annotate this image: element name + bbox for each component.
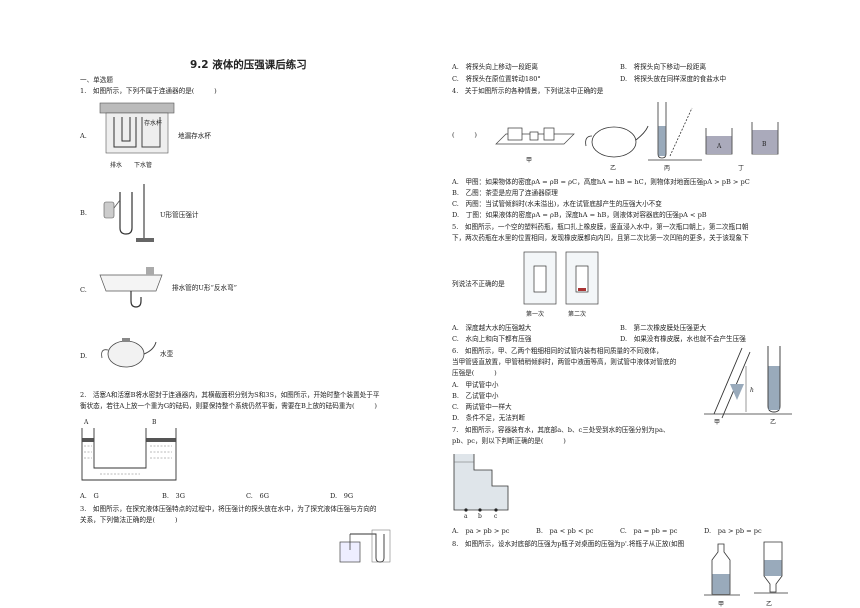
q1-option-b-caption: U形管压强计 — [160, 211, 199, 219]
q5-stem-line-3: 列说法不正确的是 — [452, 280, 505, 288]
q2-option-a: A. G — [80, 492, 99, 500]
floor-drain-small-label-2: 下水管 — [134, 161, 152, 169]
q8-bottle-figure: 甲 乙 — [704, 541, 788, 608]
point-a-label: a — [464, 513, 468, 520]
q3-option-d: D. 将探头放在同样深度的食盐水中 — [620, 75, 727, 83]
q1-option-b-letter: B. — [80, 209, 87, 217]
q7-stem-line-2: pb、pc，则以下判断正确的是( ) — [452, 437, 566, 445]
q5-option-b: B. 第二次橡皮膜处压强更大 — [620, 324, 707, 332]
q4-option-d: D. 丁图：如果液体的密度ρA = ρB，深度hA = hB，则液体对容器底的压… — [452, 211, 707, 219]
piston-a-label: A — [83, 419, 89, 426]
point-b-label: b — [478, 513, 482, 520]
q1-option-c-caption: 排水管的U形“反水弯” — [172, 284, 238, 292]
fig-label-first: 第一次 — [526, 310, 544, 318]
q6-option-c: C. 两试管中一样大 — [452, 403, 512, 411]
q6-test-tube-figure: h 甲 乙 — [704, 346, 792, 426]
q1-option-d-letter: D. — [80, 352, 88, 360]
q3-option-b: B. 将探头向下移动一段距离 — [620, 63, 707, 71]
q7-option-a: A. pa > pb > pc — [452, 527, 510, 535]
q7-option-c: C. pa = pb = pc — [620, 527, 678, 535]
q2-option-b: B. 3G — [162, 492, 185, 500]
floor-drain-figure: 存水杯 排水 下水管 — [99, 102, 175, 169]
q2-option-c: C. 6G — [246, 492, 269, 500]
q5-stem-line-2: 下，两次药瓶在水里的位置相同，发现橡皮膜都向内凹，且第二次比第一次凹陷的更多，关… — [452, 234, 749, 242]
fig-label-yi: 乙 — [766, 601, 772, 608]
q8-stem: 8. 如图所示，设水对底部的压强为p瓶子对桌面的压强为p'.将瓶子从正放(如图 — [452, 540, 685, 548]
q1-option-a-caption: 地漏存水杯 — [178, 132, 211, 140]
svg-text:A: A — [716, 143, 722, 150]
q4-stem: 4. 关于如图所示的各种情景，下列说法中正确的是 — [452, 87, 604, 95]
fig-label-jia: 甲 — [714, 419, 720, 426]
q6-option-a: A. 甲试管中小 — [452, 381, 499, 389]
q3-stem-line-2: 关系，下列做法正确的是( ) — [80, 516, 178, 524]
q7-option-d: D. pa > pb = pc — [704, 527, 762, 535]
page-title: 9.2 液体的压强课后练习 — [190, 59, 307, 71]
point-c-label: c — [494, 513, 498, 520]
q4-paren: ( ) — [452, 131, 477, 139]
q3-stem-line-1: 3. 如图所示，在探究液体压强特点的过程中，将压强计的探头放在水中，为了探究液体… — [80, 505, 377, 513]
q4-option-a: A. 甲图：如果物体的密度ρA = ρB = ρC，高度hA = hB = hC… — [452, 178, 750, 186]
q5-figure: 第一次 第二次 — [523, 251, 599, 318]
q1-option-d-caption: 水壶 — [160, 350, 174, 358]
fig-label-jia: 甲 — [718, 601, 724, 608]
q2-stem-line-1: 2. 活塞A和活塞B将水密封于连通器内，其横截面积分别为S和3S，如图所示，开始… — [80, 391, 380, 399]
q5-option-c: C. 水向上和向下都有压强 — [452, 335, 532, 343]
q5-option-a: A. 深度越大水的压强越大 — [452, 324, 532, 332]
q4-option-c: C. 丙图：当试管倾斜时(水未溢出)，水在试管底部产生的压强大小不变 — [452, 200, 662, 208]
q5-stem-line-1: 5. 如图所示，一个空的塑料药瓶，瓶口扎上橡皮膜，竖直浸入水中，第一次瓶口朝上，… — [452, 223, 749, 231]
fig-label-yi: 乙 — [770, 419, 776, 426]
pressure-probe-figure — [339, 529, 391, 563]
kettle-figure — [101, 338, 157, 368]
q1-stem: 1. 如图所示，下列不属于连通器的是( ) — [80, 87, 217, 95]
height-label: h — [750, 387, 754, 394]
fig-label-jia: 甲 — [526, 157, 532, 164]
sink-trap-figure — [99, 267, 163, 308]
q5-option-d: D. 如果没有橡皮膜，水也就不会产生压强 — [620, 335, 746, 343]
communicating-vessel-figure: A B — [81, 419, 177, 481]
q4-option-b: B. 乙图：茶壶是应用了连通器原理 — [452, 189, 558, 197]
floor-drain-small-label-1: 排水 — [110, 161, 122, 169]
fig-label-yi: 乙 — [610, 165, 616, 172]
q3-option-a: A. 将探头向上移动一段距离 — [452, 63, 538, 71]
q6-stem-line-1: 6. 如图所示，甲、乙两个粗细相同的试管内装有相同质量的不同液体， — [452, 347, 663, 355]
q1-option-c-letter: C. — [80, 286, 87, 294]
q7-option-b: B. pa < pb < pc — [536, 527, 594, 535]
fig-label-bing: 丙 — [664, 165, 670, 172]
q6-option-d: D. 条件不足，无法判断 — [452, 414, 526, 422]
piston-b-label: B — [152, 419, 157, 426]
q1-option-a-letter: A. — [80, 132, 87, 140]
q6-stem-line-3: 压强是( ) — [452, 369, 497, 377]
section-heading: 一、单选题 — [80, 76, 113, 84]
q3-option-c: C. 将探头在原位置转动180° — [452, 75, 541, 83]
u-tube-manometer-figure — [103, 184, 154, 242]
fig-label-ding: 丁 — [738, 165, 744, 172]
q7-container-figure: a b c — [453, 454, 509, 520]
fig-label-second: 第二次 — [568, 310, 586, 318]
svg-text:B: B — [762, 141, 767, 148]
q7-stem-line-1: 7. 如图所示，容器装有水，其底部a、b、c三处受到水的压强分别为pa、 — [452, 426, 670, 434]
q4-figure: 甲 乙 丙 A B 丁 — [495, 102, 779, 172]
floor-drain-inner-label: 存水杯 — [144, 119, 162, 127]
q6-stem-line-2: 当甲管竖直放置，甲管稍稍倾斜时，两管中液面等高，则试管中液体对管底的 — [452, 358, 677, 366]
q6-option-b: B. 乙试管中小 — [452, 392, 499, 400]
q2-stem-line-2: 衡状态，若往A上放一个重为G的砝码，则要保持整个系统仍然平衡，需要在B上放的砝码… — [80, 402, 377, 410]
q2-option-d: D. 9G — [330, 492, 354, 500]
